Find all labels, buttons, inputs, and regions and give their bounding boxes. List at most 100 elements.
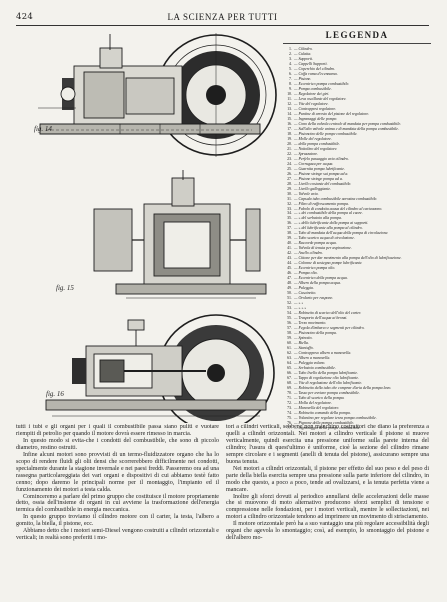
legend-item: 17.— Sull'alto valvole anima e di mandat… [281,126,433,131]
legend-item-number: 46. [287,270,292,276]
legend-item-number: 34. [287,210,292,216]
legend-item-text: — Molle del regolatore. [294,135,332,141]
legend-item-number: 32. [287,200,292,206]
legend-item: 32.— Filtro di raffrescamento pompa. [281,201,433,206]
legend-item-text: — Eccentrico pompa olio. [294,265,336,271]
legend-item-text: — Pistoncino delle pompe combustibile. [294,130,358,136]
legend-item-text: — Tubo scarico acqua di circolazione. [294,235,355,241]
text-column-left: tutti i tubi e gli organi per i quali il… [16,424,219,596]
legend-item-text: — Tasso per avviare pompa combustibile. [294,389,360,395]
legend-item-number: 50. [287,290,292,296]
legend-item-number: 45. [287,265,292,271]
legend-item-text: — Puleggia volano. [294,360,326,365]
legend-item-number: 49. [287,285,292,291]
legend-item-text: — Volantino per regolare terza pompa com… [294,414,377,420]
legend-item: 56.— Terzo movimento. [281,320,433,325]
legend-item-text: — Manovella del regolatore. [294,404,340,410]
legend-item-text: — Livello costante del combustibile. [294,180,352,186]
legend-item: 77.— Ingranaggio della pompe combustibil… [281,425,433,430]
figure-label-15: fig. 15 [56,284,74,292]
legend-item-text: — Fegola d'imbarco e segmenti per cilind… [294,325,365,331]
legend-item: 36.— » dello lubrificante della pompa ai… [281,220,433,225]
legend-item-number: 75. [287,414,292,420]
legend-item-text: — Trasporto dell'acqua ai bronzi. [294,315,348,321]
figure-label-16: fig. 16 [46,390,64,398]
legend-item-text: — Pompa olio. [294,270,318,276]
legend-item-text: — della pompa combustibile. [294,140,341,146]
legend-item: 37.— » del lubrificante alla pompa al ci… [281,225,433,230]
legend-item: 75.— Volantino per regolare terza pompa … [281,415,433,420]
legend-item-number: 14. [287,110,292,116]
legend-item: 54.— Robinetto di scarico dell'olio del … [281,310,433,315]
legend-item: 7.— Pistone. [281,76,433,81]
legend-item: 34.— » dei combustibile della pompa al c… [281,210,433,216]
legend-item-number: 16. [287,120,292,126]
legend-item-number: 31. [287,195,292,201]
legend-item-number: 63. [287,355,292,361]
legend-item: 69.— Robinetto della tubo che comprar d'… [281,385,433,390]
legend-item-text: — Serbatoio combustibile. [294,365,336,370]
legend-item-text: — Fabolo di condotta acqua del cilindro … [294,205,383,211]
legend-item-text: — Leva oscillante del regolatore. [294,95,347,101]
legend-item-text: — » dei combustibile della pompa al cuor… [294,210,363,216]
legend-item-number: 40. [287,240,292,246]
legend-item-text: — Tappo di regolazione olio lubrificante… [294,374,360,380]
legend-item: 49.— Puleggia. [281,285,433,290]
legend-item-text: — Coffa rama d'ecennanso. [294,70,338,76]
legend-item-number: 38. [287,230,292,236]
legend-item-number: 69. [287,384,292,390]
legend-item-text: — » del serbatoio alla pompa. [294,215,342,221]
legend-item-number: 2. [289,50,292,56]
legend-item: 10.— Regolatore dei giri. [281,91,433,96]
legend-item-text: — Contrappesi regolatore. [294,105,337,111]
legend-item-number: 59. [287,335,292,341]
legend-item: 3.— Supporti. [281,56,433,61]
legend-item-number: 52. [287,300,292,306]
legend-item: 20.— della pompa combustibile. [281,141,433,146]
legend-item: 6.— Coffa rama d'ecennanso. [281,71,433,76]
legend-item-number: 39. [287,235,292,241]
legend-item: 41.— Valvola di tenuta per aspirazione. [281,245,433,250]
legend-item: 46.— Pompa olio. [281,270,433,275]
legend-item: 74.— Robinetto comando della pompa. [281,410,433,415]
legend-item-text: — Robinetto comando della pompa. [294,409,351,415]
legend-item: 31.— Capsula tubo combustibile aerosina … [281,196,433,201]
legend-item: 62.— Contrappeso albero a manovella. [281,350,433,355]
legend-item: 57.— Fegola d'imbarco e segmenti per cil… [281,325,433,330]
running-header: 424 LA SCIENZA PER TUTTI [16,12,429,24]
legend-item-number: 54. [287,310,292,316]
legend-item-number: 27. [287,175,292,181]
legend-item-text: — Nottolino del regolatore. [294,145,338,151]
legend-item-text: — Cuscinetto. [294,290,317,296]
legend-item-number: 28. [287,180,292,186]
paragraph: In questo gruppo troviamo il cilindro mo… [16,514,219,528]
legend-item-number: 37. [287,225,292,231]
legend-item-number: 35. [287,215,292,221]
legend-item-text: — Robinetto di scarico dell'olio del car… [294,310,362,316]
legend-item: 24.— Corrugazu per acqua. [281,161,433,166]
legend-item-text: — » » [294,300,304,306]
legend-item-text: — Filtro di raffrescamento pompa. [294,200,349,206]
legend-item-text: — » del lubrificante alla pompa al cilin… [294,225,363,231]
legend-item: 45.— Eccentrico pompa olio. [281,265,433,270]
legend-item-number: 74. [287,409,292,415]
legend-item: 1.— Cilindro. [281,46,433,51]
legend-item-text: — Regolatore dei giri. [294,90,330,96]
legend-item: 27.— Pistone stringe pompa ad a. [281,176,433,181]
legend-item-number: 77. [287,424,292,430]
legend-item-number: 68. [287,379,292,385]
legend-item: 52.— » » [281,300,433,305]
legend-item-number: 19. [287,135,292,141]
legend-item-text: — Tubo di mandata dell'acqua della pompa… [294,230,389,236]
legend-title: LEGGENDA [325,30,389,40]
legend-item-number: 21. [287,145,292,151]
legend-item: 33.— Fabolo di condotta acqua del cilind… [281,206,433,211]
legend-item-number: 72. [287,399,292,405]
legend-item-number: 20. [287,140,292,146]
legend-item-text: — Corrugazu per acqua. [294,160,334,166]
legend-item-number: 4. [289,60,292,66]
legend-item: 50.— Cuscinetto. [281,290,433,295]
legend-rule [283,43,431,44]
legend-item: 16.— Cono della valvola centrale di mand… [281,121,433,126]
legend-item: 72.— Molla del regolatore. [281,400,433,405]
